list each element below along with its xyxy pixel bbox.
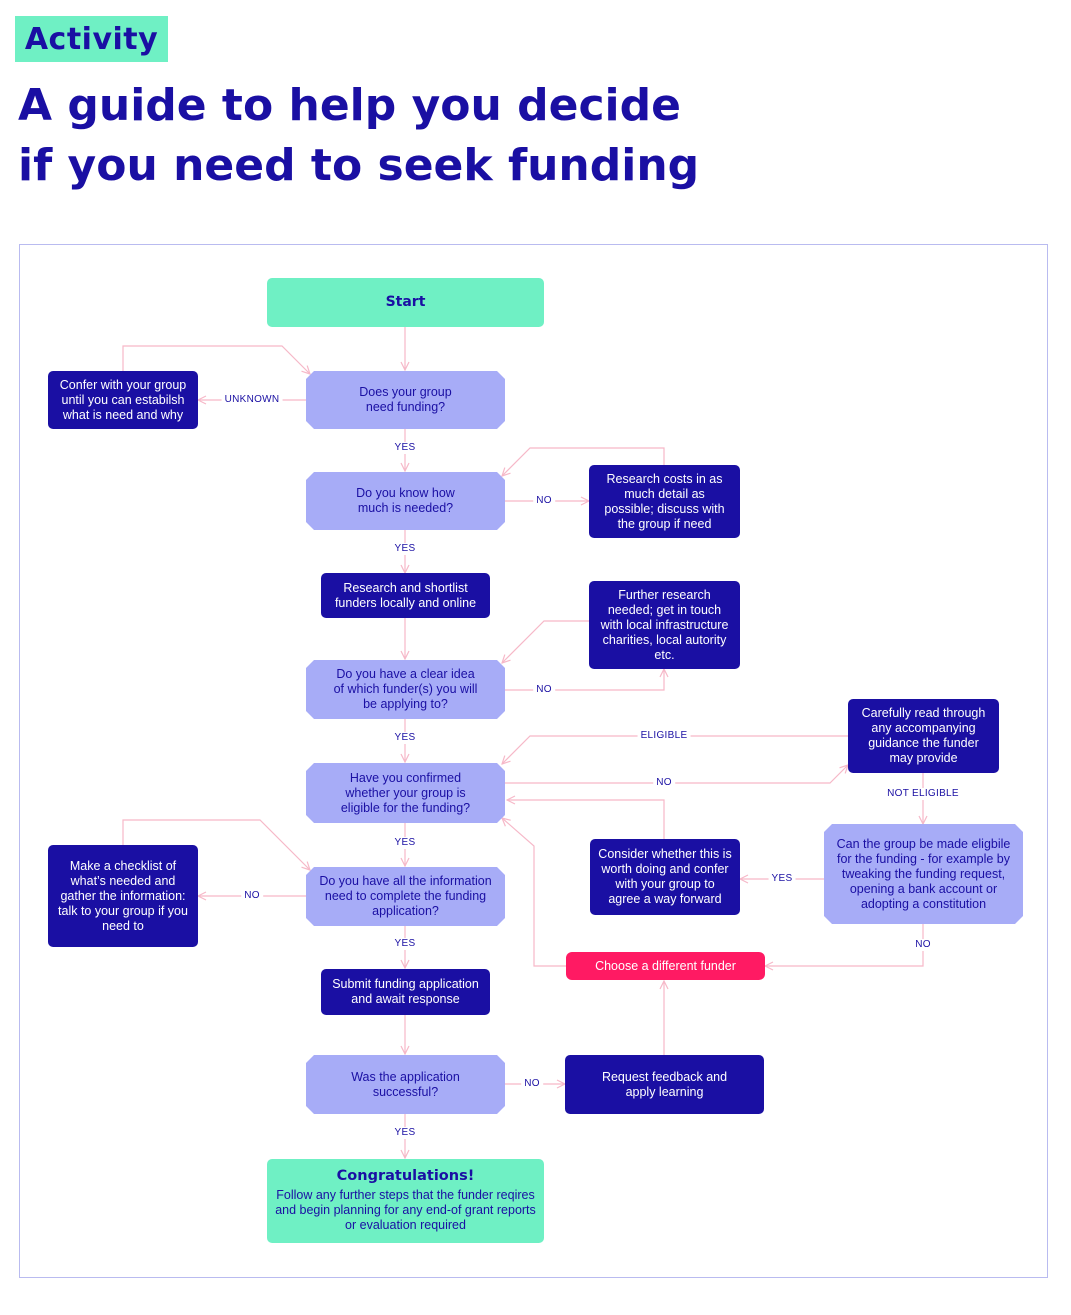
connector-consider-to-eligible	[507, 800, 665, 839]
feedback-node: Request feedback and apply learning	[565, 1055, 764, 1114]
label-yes-5: YES	[391, 938, 419, 950]
congrats-node: Congratulations! Follow any further step…	[267, 1159, 544, 1243]
confer-node: Confer with your group until you can est…	[48, 371, 198, 429]
confer-text: Confer with your group until you can est…	[59, 377, 187, 422]
further-research-text: Further research needed; get in touch wi…	[600, 587, 729, 662]
different-funder-text: Choose a different funder	[595, 958, 736, 973]
feedback-text: Request feedback and apply learning	[601, 1069, 728, 1099]
connector-confer-loop	[122, 345, 310, 374]
can-be-eligible-text: Can the group be made eligbile for the f…	[836, 836, 1011, 911]
question-eligible-text: Have you confirmed whether your group is…	[340, 770, 471, 815]
label-eligible: ELIGIBLE	[637, 730, 691, 742]
label-no-successful: NO	[521, 1078, 543, 1090]
question-successful: Was the application successful?	[306, 1055, 505, 1114]
page-title: A guide to help you decide if you need t…	[18, 76, 699, 196]
connector-eligible-to-guidance	[505, 765, 848, 784]
question-need-funding: Does your group need funding?	[306, 371, 505, 429]
submit-text: Submit funding application and await res…	[332, 977, 479, 1006]
label-yes-1: YES	[391, 442, 419, 454]
connector-further-research-to-which-funder	[502, 620, 589, 663]
label-not-eligible: NOT ELIGIBLE	[884, 788, 962, 800]
shortlist-node: Research and shortlist funders locally a…	[321, 573, 490, 618]
question-eligible: Have you confirmed whether your group is…	[306, 763, 505, 823]
research-costs-text: Research costs in as much detail as poss…	[604, 471, 725, 531]
read-guidance-node: Carefully read through any accompanying …	[848, 699, 999, 773]
page-title-line-1: A guide to help you decide	[18, 80, 681, 131]
start-node: Start	[267, 278, 544, 327]
shortlist-text: Research and shortlist funders locally a…	[334, 580, 477, 610]
read-guidance-text: Carefully read through any accompanying …	[861, 706, 986, 765]
question-which-funder-text: Do you have a clear idea of which funder…	[333, 667, 478, 711]
connector-different-funder-to-eligible	[502, 818, 566, 967]
checklist-text: Make a checklist of what’s needed and ga…	[58, 858, 188, 933]
research-costs-node: Research costs in as much detail as poss…	[589, 465, 740, 538]
page-title-line-2: if you need to seek funding	[18, 140, 700, 191]
connector-which-funder-to-further-research	[505, 669, 664, 691]
question-info-text: Do you have all the information need to …	[319, 874, 492, 918]
congrats-body: Follow any further steps that the funder…	[275, 1188, 536, 1232]
label-yes-3: YES	[391, 732, 419, 744]
connector-can-be-eligible-to-different-funder	[765, 924, 924, 966]
question-how-much-text: Do you know how much is needed?	[356, 486, 455, 515]
activity-badge: Activity	[15, 16, 168, 62]
can-be-eligible-node: Can the group be made eligbile for the f…	[824, 824, 1023, 924]
start-label: Start	[385, 294, 426, 310]
question-need-funding-text: Does your group need funding?	[359, 385, 452, 414]
label-no-can-be-eligible: NO	[912, 939, 934, 951]
consider-node: Consider whether this is worth doing and…	[590, 839, 740, 915]
label-no-how-much: NO	[533, 495, 555, 507]
flowchart-frame	[19, 244, 1048, 1278]
label-yes-6: YES	[391, 1127, 419, 1139]
label-unknown: UNKNOWN	[221, 394, 283, 406]
congrats-title: Congratulations!	[336, 1168, 475, 1184]
connector-guidance-to-eligible	[502, 735, 848, 764]
submit-node: Submit funding application and await res…	[321, 969, 490, 1015]
question-which-funder: Do you have a clear idea of which funder…	[306, 660, 505, 719]
label-yes-4: YES	[391, 837, 419, 849]
connector-research-costs-loop	[502, 447, 665, 476]
label-no-info: NO	[241, 890, 263, 902]
connector-checklist-loop	[122, 819, 310, 870]
question-how-much: Do you know how much is needed?	[306, 472, 505, 530]
checklist-node: Make a checklist of what’s needed and ga…	[48, 845, 198, 947]
label-no-which-funder: NO	[533, 684, 555, 696]
further-research-node: Further research needed; get in touch wi…	[589, 581, 740, 669]
consider-text: Consider whether this is worth doing and…	[598, 847, 732, 906]
question-info: Do you have all the information need to …	[306, 867, 505, 926]
label-yes-2: YES	[391, 543, 419, 555]
label-yes-consider: YES	[768, 873, 796, 885]
question-successful-text: Was the application successful?	[351, 1069, 460, 1099]
label-no-eligible: NO	[653, 777, 675, 789]
different-funder-node: Choose a different funder	[566, 952, 765, 980]
